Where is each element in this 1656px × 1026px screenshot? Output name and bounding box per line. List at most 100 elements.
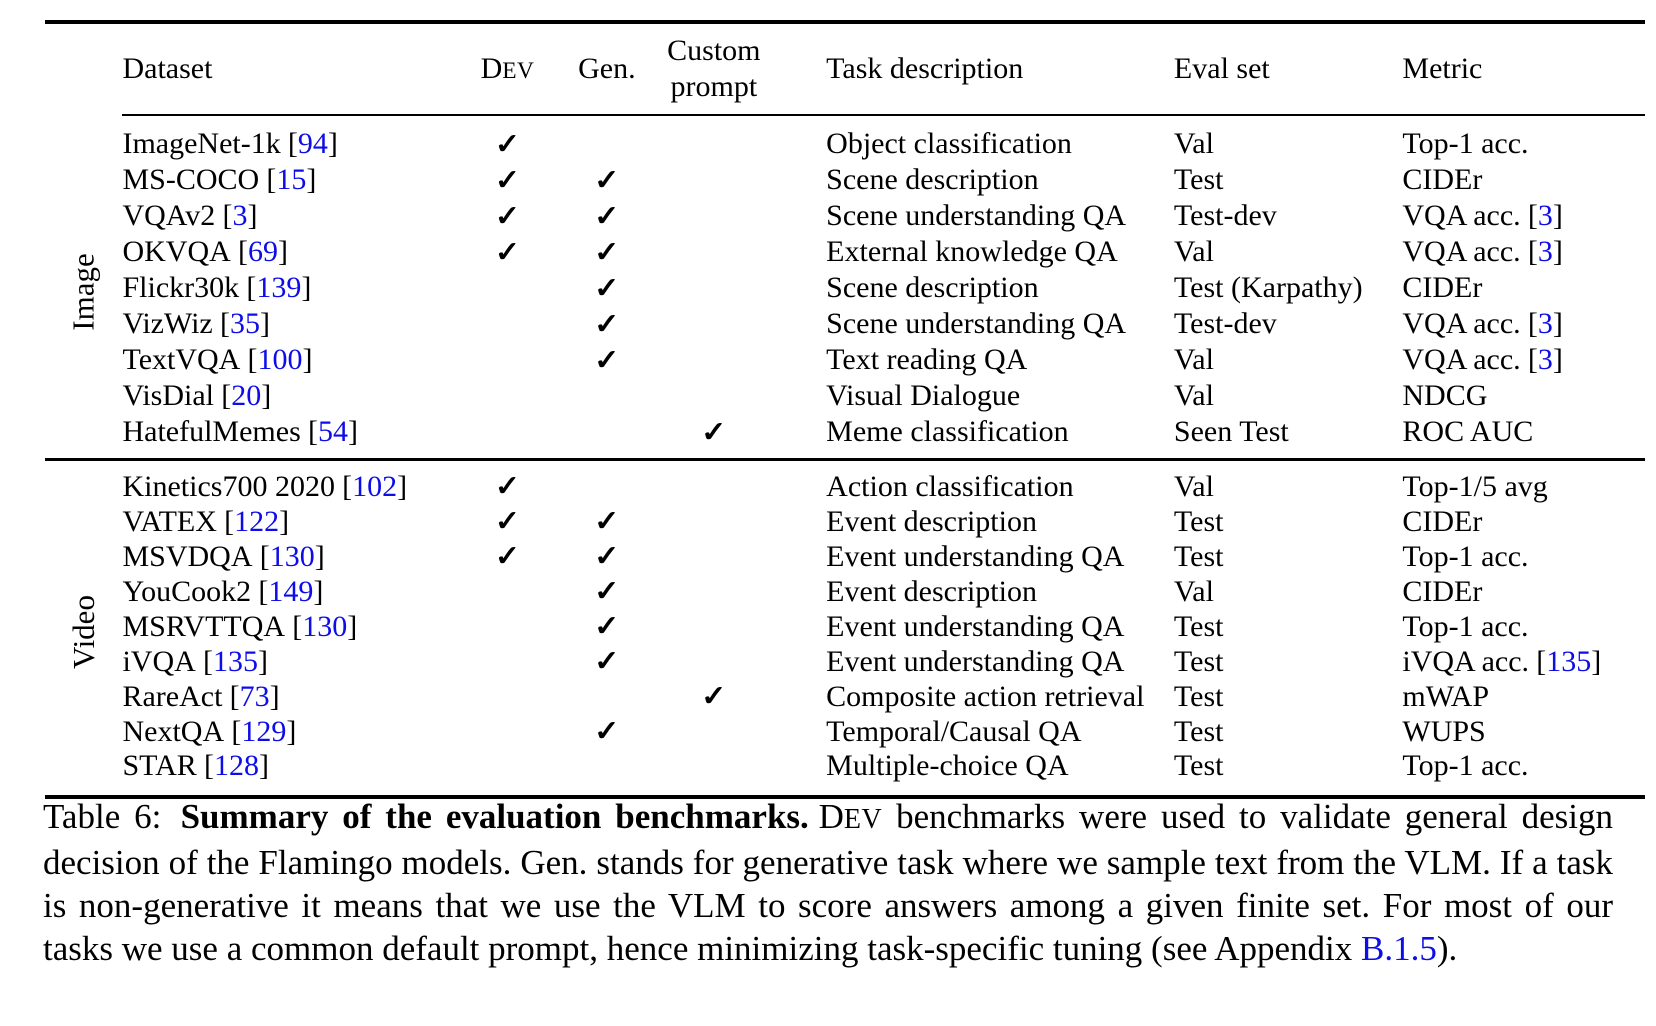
dev-checkmark (458, 270, 557, 306)
task-description: External knowledge QA (826, 235, 1118, 268)
table-row: HatefulMemes[54] ✓ Meme classification S… (45, 414, 1645, 460)
citation-ref[interactable]: [128] (203, 749, 269, 782)
header-eval-set: Eval set (1173, 22, 1403, 116)
header-metric: Metric (1402, 22, 1645, 116)
header-gen: Gen. (557, 22, 657, 116)
caption-body: benchmarks were used to validate general… (43, 797, 1613, 968)
citation-ref[interactable]: [129] (231, 714, 297, 748)
custom-prompt-checkmark (657, 378, 772, 414)
citation-ref[interactable]: [3] (1527, 199, 1563, 232)
gen-checkmark (557, 679, 656, 714)
citation-ref[interactable]: [69] (237, 235, 288, 268)
task-description: Visual Dialogue (826, 379, 1021, 412)
custom-prompt-checkmark: ✓ (701, 679, 727, 714)
table-row: Flickr30k[139] ✓ Scene description Test … (45, 270, 1645, 306)
dev-checkmark (458, 342, 557, 378)
table-row: MS-COCO[15] ✓ ✓ Scene description Test C… (45, 162, 1645, 198)
task-description: Scene description (826, 163, 1039, 196)
eval-set: Val (1173, 379, 1214, 412)
dev-checkmark (458, 378, 557, 414)
gen-checkmark: ✓ (594, 342, 620, 378)
gen-checkmark: ✓ (594, 609, 620, 644)
dev-checkmark: ✓ (494, 162, 521, 198)
eval-set: Seen Test (1173, 415, 1289, 448)
appendix-link[interactable]: B.1.5 (1361, 929, 1437, 968)
dev-checkmark (458, 306, 557, 342)
table-row: VisDial[20] Visual Dialogue Val NDCG (45, 378, 1645, 414)
eval-set: Test (1173, 644, 1224, 678)
dataset-name: VQAv2 (122, 199, 216, 232)
citation-ref[interactable]: [100] (247, 343, 313, 376)
citation-ref[interactable]: [73] (229, 679, 280, 713)
dataset-name: NextQA (122, 714, 225, 748)
custom-prompt-checkmark (657, 504, 772, 539)
dev-checkmark: ✓ (494, 234, 521, 270)
table-row: RareAct[73] ✓ Composite action retrieval… (45, 679, 1645, 714)
task-description: Meme classification (826, 415, 1069, 448)
eval-set: Test (1173, 679, 1224, 713)
dev-checkmark (458, 714, 557, 749)
metric: VQA acc. (1402, 199, 1521, 232)
metric: mWAP (1402, 679, 1490, 713)
gen-checkmark: ✓ (594, 504, 620, 539)
dev-checkmark: ✓ (494, 198, 521, 234)
citation-ref[interactable]: [149] (258, 574, 324, 608)
header-dev: DEV (457, 22, 558, 116)
group-label-video: Video (45, 458, 123, 797)
citation-ref[interactable]: [102] (342, 469, 408, 503)
table-row: iVQA[135] ✓ Event understanding QA Test … (45, 644, 1645, 679)
citation-ref[interactable]: [130] (259, 539, 325, 573)
task-description: Event description (826, 504, 1037, 538)
metric: Top-1 acc. (1402, 749, 1529, 782)
citation-ref[interactable]: [3] (1527, 343, 1563, 376)
metric: WUPS (1402, 714, 1486, 748)
task-description: Scene understanding QA (826, 307, 1127, 340)
citation-ref[interactable]: [139] (246, 271, 312, 304)
table-row: OKVQA[69] ✓ ✓ External knowledge QA Val … (45, 234, 1645, 270)
citation-ref[interactable]: [3] (1527, 235, 1563, 268)
citation-ref[interactable]: [20] (221, 379, 272, 412)
custom-prompt-checkmark (657, 270, 772, 306)
eval-set: Val (1173, 458, 1403, 504)
task-description: Event understanding QA (826, 609, 1125, 643)
dataset-name: VATEX (122, 504, 217, 538)
eval-set: Val (1173, 235, 1214, 268)
dataset-name: ImageNet-1k (122, 127, 281, 160)
task-description: Composite action retrieval (826, 679, 1145, 713)
metric: CIDEr (1402, 271, 1483, 304)
custom-prompt-checkmark (657, 714, 772, 749)
metric: NDCG (1402, 379, 1488, 412)
header-corner-cell (45, 22, 122, 115)
gen-checkmark: ✓ (594, 539, 620, 574)
dataset-name: TextVQA (122, 343, 241, 376)
task-description: Event understanding QA (826, 644, 1125, 678)
metric: CIDEr (1402, 504, 1483, 538)
custom-prompt-checkmark (656, 458, 772, 504)
eval-set: Val (1173, 127, 1214, 160)
eval-set: Val (1173, 574, 1214, 608)
task-description: Scene understanding QA (826, 199, 1127, 232)
task-description: Scene description (826, 271, 1039, 304)
custom-prompt-checkmark (657, 198, 772, 234)
metric: Top-1 acc. (1402, 609, 1529, 643)
custom-prompt-checkmark (657, 306, 772, 342)
citation-ref[interactable]: [54] (307, 415, 358, 448)
citation-ref[interactable]: [130] (292, 609, 358, 643)
dev-checkmark (458, 414, 557, 460)
table-row: Image ImageNet-1k[94] ✓ Object classific… (45, 115, 1645, 331)
citation-ref[interactable]: [3] (1527, 307, 1563, 340)
dev-checkmark: ✓ (494, 539, 521, 574)
gen-checkmark (557, 414, 656, 460)
citation-ref[interactable]: [15] (266, 163, 317, 196)
citation-ref[interactable]: [122] (224, 504, 290, 538)
dataset-name: STAR (122, 749, 197, 782)
citation-ref[interactable]: [3] (222, 199, 258, 232)
citation-ref[interactable]: [94] (287, 127, 338, 160)
citation-ref[interactable]: [35] (219, 307, 270, 340)
metric: Top-1 acc. (1402, 127, 1529, 160)
citation-ref[interactable]: [135] (1536, 644, 1602, 678)
citation-ref[interactable]: [135] (203, 644, 268, 678)
gen-checkmark: ✓ (594, 644, 620, 679)
